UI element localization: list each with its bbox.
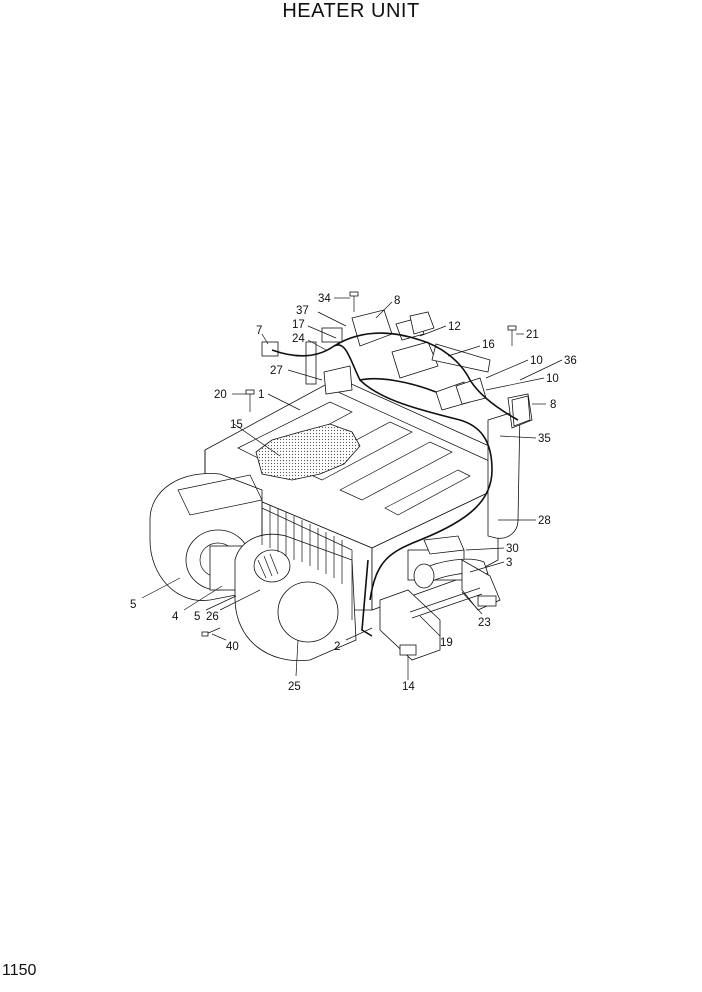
callout-24: 24: [292, 333, 305, 345]
callout-15: 15: [230, 419, 243, 431]
page-title: HEATER UNIT: [282, 0, 420, 22]
callout-5-mid: 5: [194, 611, 200, 623]
callout-16: 16: [482, 339, 495, 351]
water-valve: [407, 535, 489, 589]
callout-36: 36: [564, 355, 577, 367]
callout-19: 19: [440, 637, 453, 649]
callout-14: 14: [402, 681, 415, 693]
callout-23: 23: [478, 617, 491, 629]
callout-20: 20: [214, 389, 227, 401]
filter-pad: [255, 423, 361, 481]
blower-right: [234, 500, 357, 662]
callout-labels: 34 8 37 17 24 12 7 21 16 10 36 10 27 20 …: [130, 293, 577, 693]
callout-3: 3: [506, 557, 512, 569]
callout-28: 28: [538, 515, 551, 527]
callout-12: 12: [448, 321, 461, 333]
callout-5-left: 5: [130, 599, 136, 611]
callout-21: 21: [526, 329, 539, 341]
mounting-bracket: [379, 559, 501, 661]
callout-8-right: 8: [550, 399, 556, 411]
callout-8-top: 8: [394, 295, 400, 307]
page-number: 1150: [2, 962, 37, 979]
callout-1: 1: [258, 389, 264, 401]
callout-4: 4: [172, 611, 179, 623]
callout-26: 26: [206, 611, 219, 623]
callout-7: 7: [256, 325, 262, 337]
callout-35: 35: [538, 433, 551, 445]
callout-27: 27: [270, 365, 283, 377]
callout-17: 17: [292, 319, 305, 331]
callout-10-lower: 10: [546, 373, 559, 385]
callout-37: 37: [296, 305, 309, 317]
callout-40: 40: [226, 641, 239, 653]
wiring-harness: [271, 332, 519, 637]
top-components: [201, 291, 531, 637]
callout-34: 34: [318, 293, 331, 305]
callout-30: 30: [506, 543, 519, 555]
callout-25: 25: [288, 681, 301, 693]
leader-lines: [141, 297, 563, 680]
callout-2: 2: [334, 641, 340, 653]
callout-10-upper: 10: [530, 355, 543, 367]
